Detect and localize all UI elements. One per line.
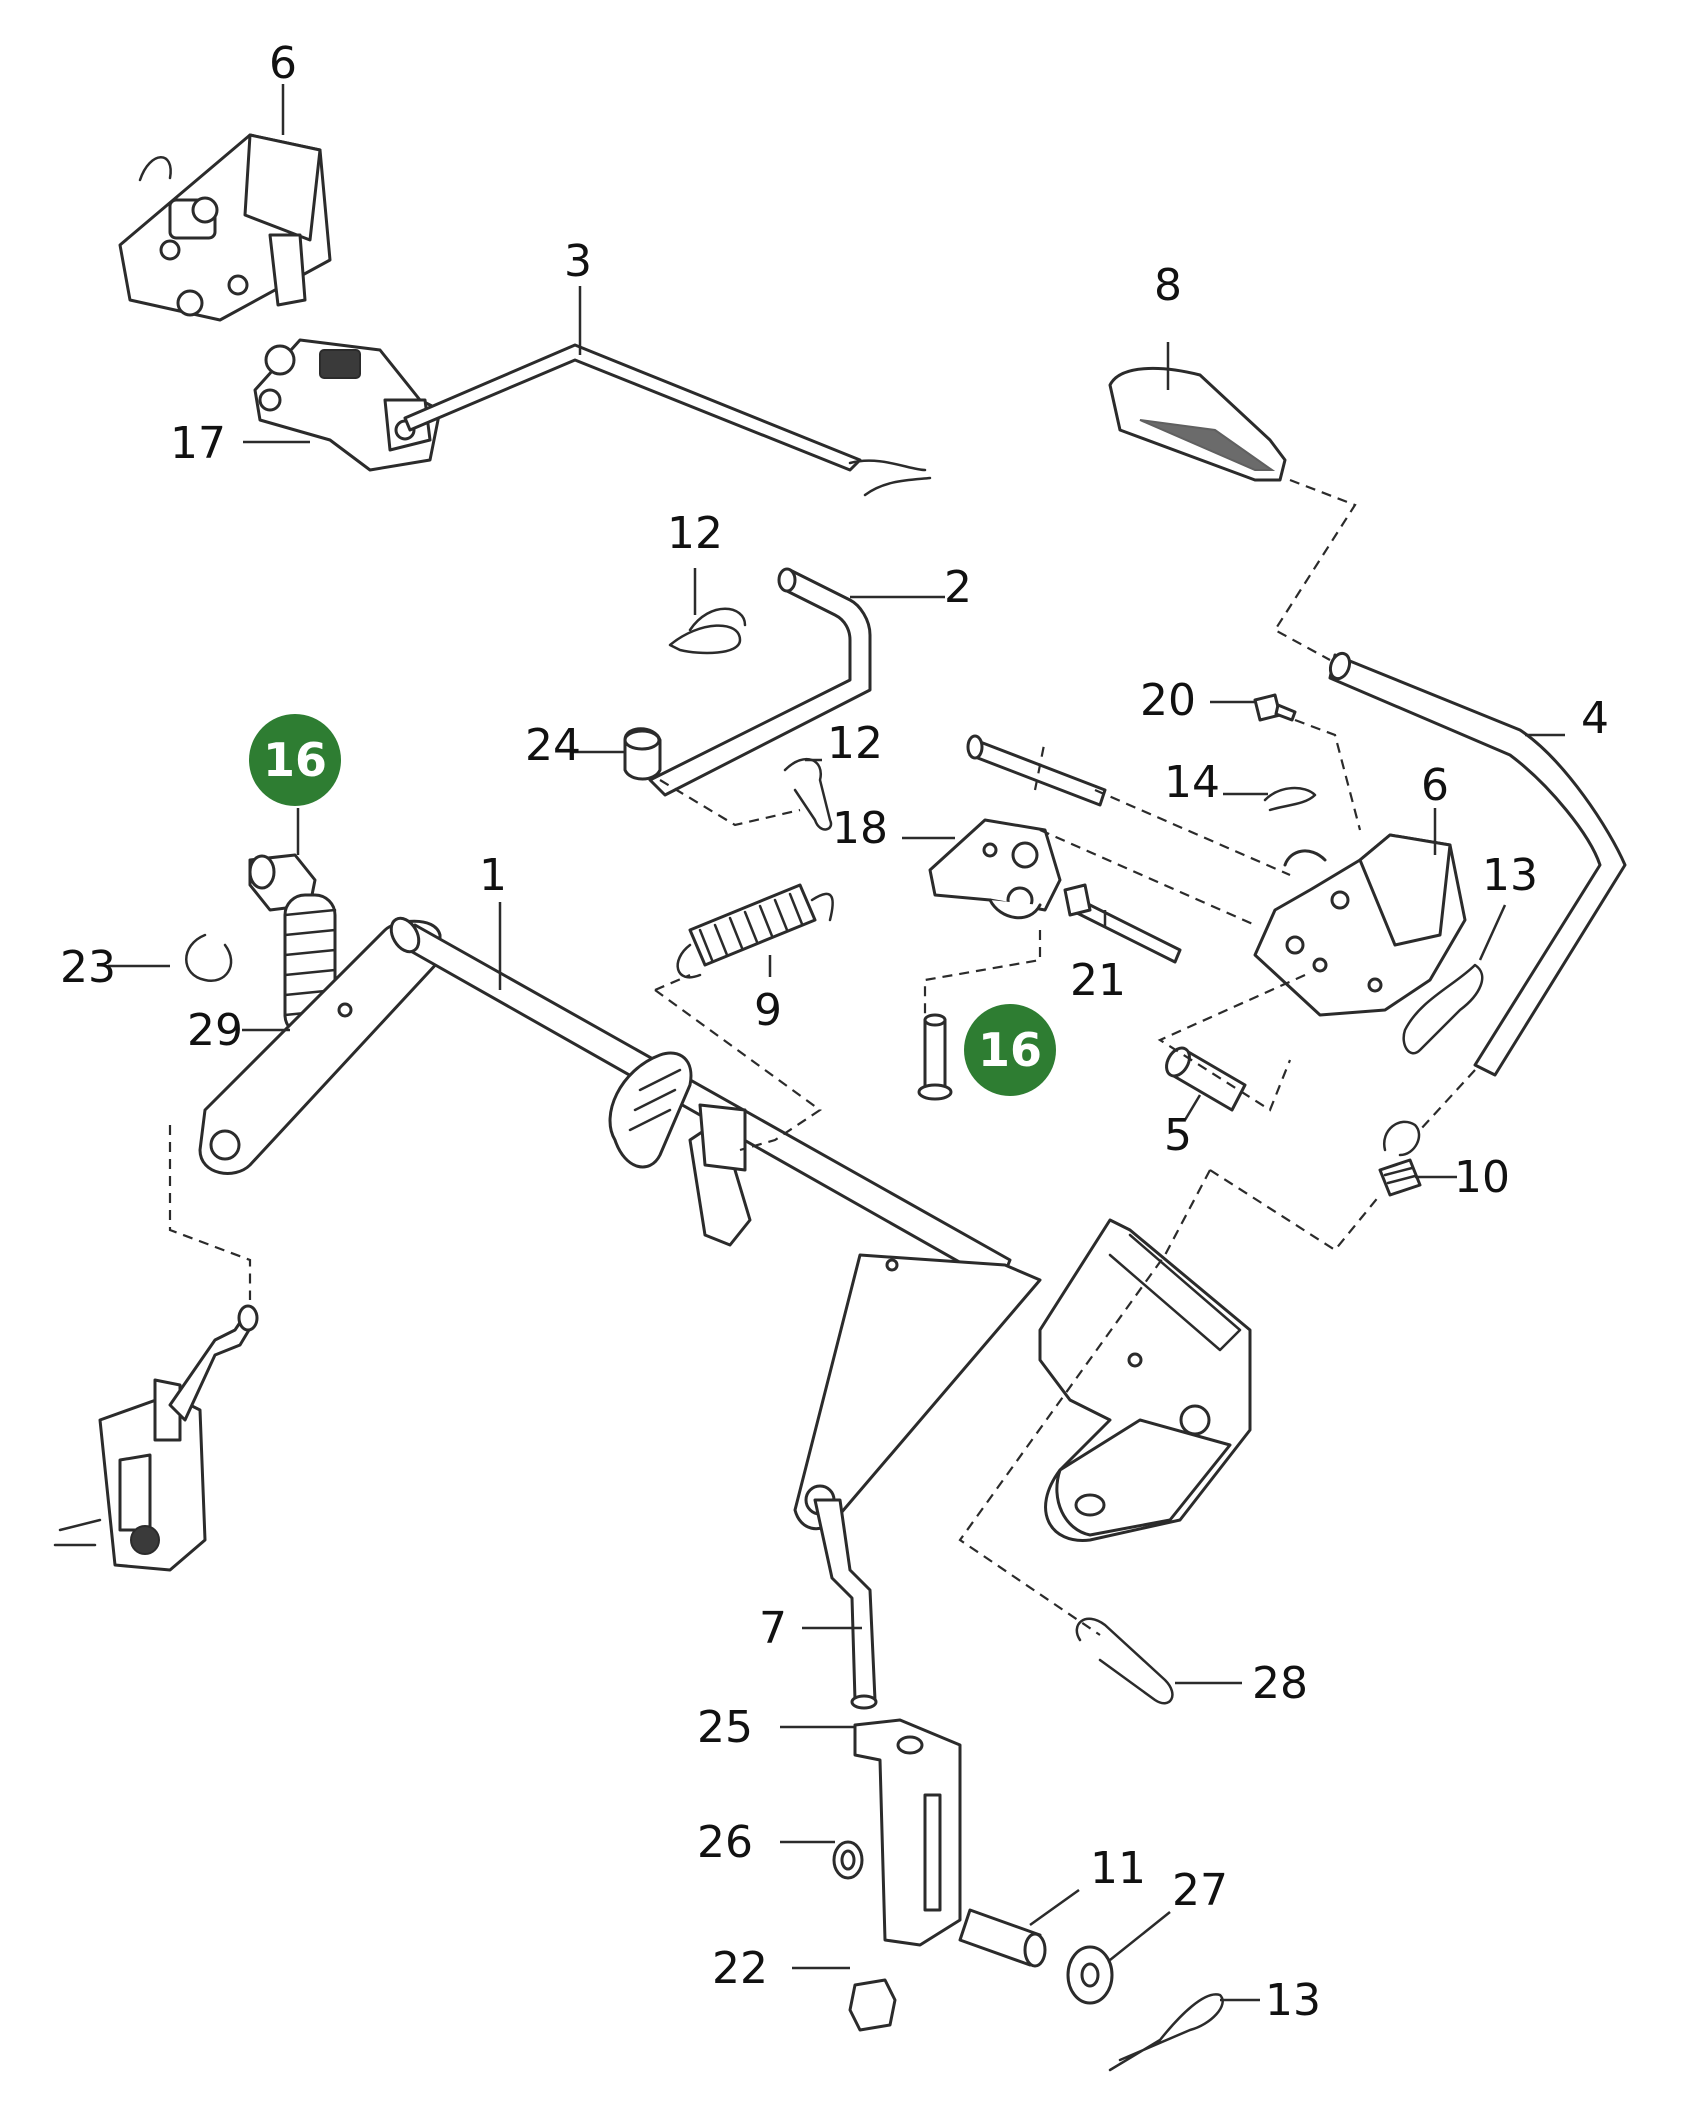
callout-8: 8	[1154, 260, 1182, 311]
pivot-rod	[966, 734, 1107, 807]
left-lower-bracket	[53, 1304, 259, 1572]
part-9-extension-spring	[676, 883, 834, 979]
part-22-nut	[848, 1978, 897, 2032]
part-6-top-bracket	[118, 133, 332, 322]
callout-1: 1	[479, 850, 507, 901]
callout-26: 26	[697, 1817, 753, 1868]
part-28-clip	[1075, 1617, 1174, 1705]
callout-22: 22	[712, 1943, 768, 1994]
right-mounting-bracket	[1038, 1218, 1252, 1542]
callout-7: 7	[759, 1603, 787, 1654]
callout-21: 21	[1070, 955, 1126, 1006]
callout-17: 17	[170, 418, 226, 469]
part-1-main-shaft	[198, 916, 1042, 1531]
part-14-clip	[1263, 786, 1317, 812]
part-18-bracket	[928, 818, 1062, 920]
callout-6-top: 6	[269, 38, 297, 89]
callout-13-lower: 13	[1265, 1975, 1321, 2026]
callout-2: 2	[944, 562, 972, 613]
cam-gear-assembly	[608, 1051, 752, 1247]
callout-4: 4	[1581, 693, 1609, 744]
callout-12-lower: 12	[827, 718, 883, 769]
part-13-clip-lower	[1108, 1993, 1224, 2072]
callout-16-left: 16	[263, 733, 327, 787]
part-21-bolt	[1063, 883, 1182, 964]
callout-10: 10	[1454, 1152, 1510, 1203]
callout-25: 25	[697, 1702, 753, 1753]
highlight-badge-circle	[964, 1004, 1056, 1096]
part-2-link-rod	[648, 567, 872, 797]
callout-18: 18	[832, 803, 888, 854]
part-24-bushing	[623, 727, 662, 781]
part-10-torsion-spring	[1378, 1120, 1422, 1197]
part-27-washer	[1066, 1945, 1114, 2005]
part-7-link-rod	[813, 1498, 878, 1710]
part-20-screw	[1253, 693, 1297, 722]
callout-24: 24	[525, 720, 581, 771]
callout-16-mid: 16	[978, 1023, 1042, 1077]
callout-3: 3	[564, 236, 592, 287]
callout-5: 5	[1164, 1110, 1192, 1161]
part-11-pin	[958, 1908, 1047, 1968]
leader-lines	[108, 84, 1565, 2002]
callout-11: 11	[1090, 1843, 1146, 1894]
part-12-top-clip	[668, 607, 747, 655]
callout-13-right: 13	[1482, 850, 1538, 901]
part-16-pin	[917, 1013, 953, 1101]
part-6-right-bracket	[1253, 833, 1467, 1017]
highlight-badge-16-mid: 16	[964, 1004, 1056, 1096]
part-3-rod	[403, 343, 932, 497]
callout-23: 23	[60, 942, 116, 993]
callout-20: 20	[1140, 675, 1196, 726]
callout-29: 29	[187, 1005, 243, 1056]
assembly-dashed-lines	[168, 478, 1476, 1636]
part-5-spacer	[1165, 1046, 1247, 1112]
part-13-clip-right	[1402, 963, 1484, 1055]
highlight-badge-circle	[249, 714, 341, 806]
part-25-slotted-bracket	[853, 1718, 962, 1947]
part-12-lower-clip	[783, 758, 833, 831]
part-23-e-clip	[185, 933, 233, 983]
callout-9: 9	[754, 985, 782, 1036]
callout-14: 14	[1164, 757, 1220, 808]
part-4-handle-rod	[1328, 651, 1627, 1077]
highlight-badge-16-left: 16	[249, 714, 341, 806]
callout-6-right: 6	[1421, 760, 1449, 811]
callout-27: 27	[1172, 1865, 1228, 1916]
callout-labels: 6 3 8 17 12 2 4 20 24 12 14 6 18 1 13 23…	[60, 38, 1609, 2026]
part-8-handle-grip	[1108, 367, 1287, 482]
part-17-pivot-bracket	[253, 338, 442, 472]
part-26-washer	[832, 1840, 864, 1880]
callout-12-top: 12	[667, 508, 723, 559]
callout-28: 28	[1252, 1658, 1308, 1709]
